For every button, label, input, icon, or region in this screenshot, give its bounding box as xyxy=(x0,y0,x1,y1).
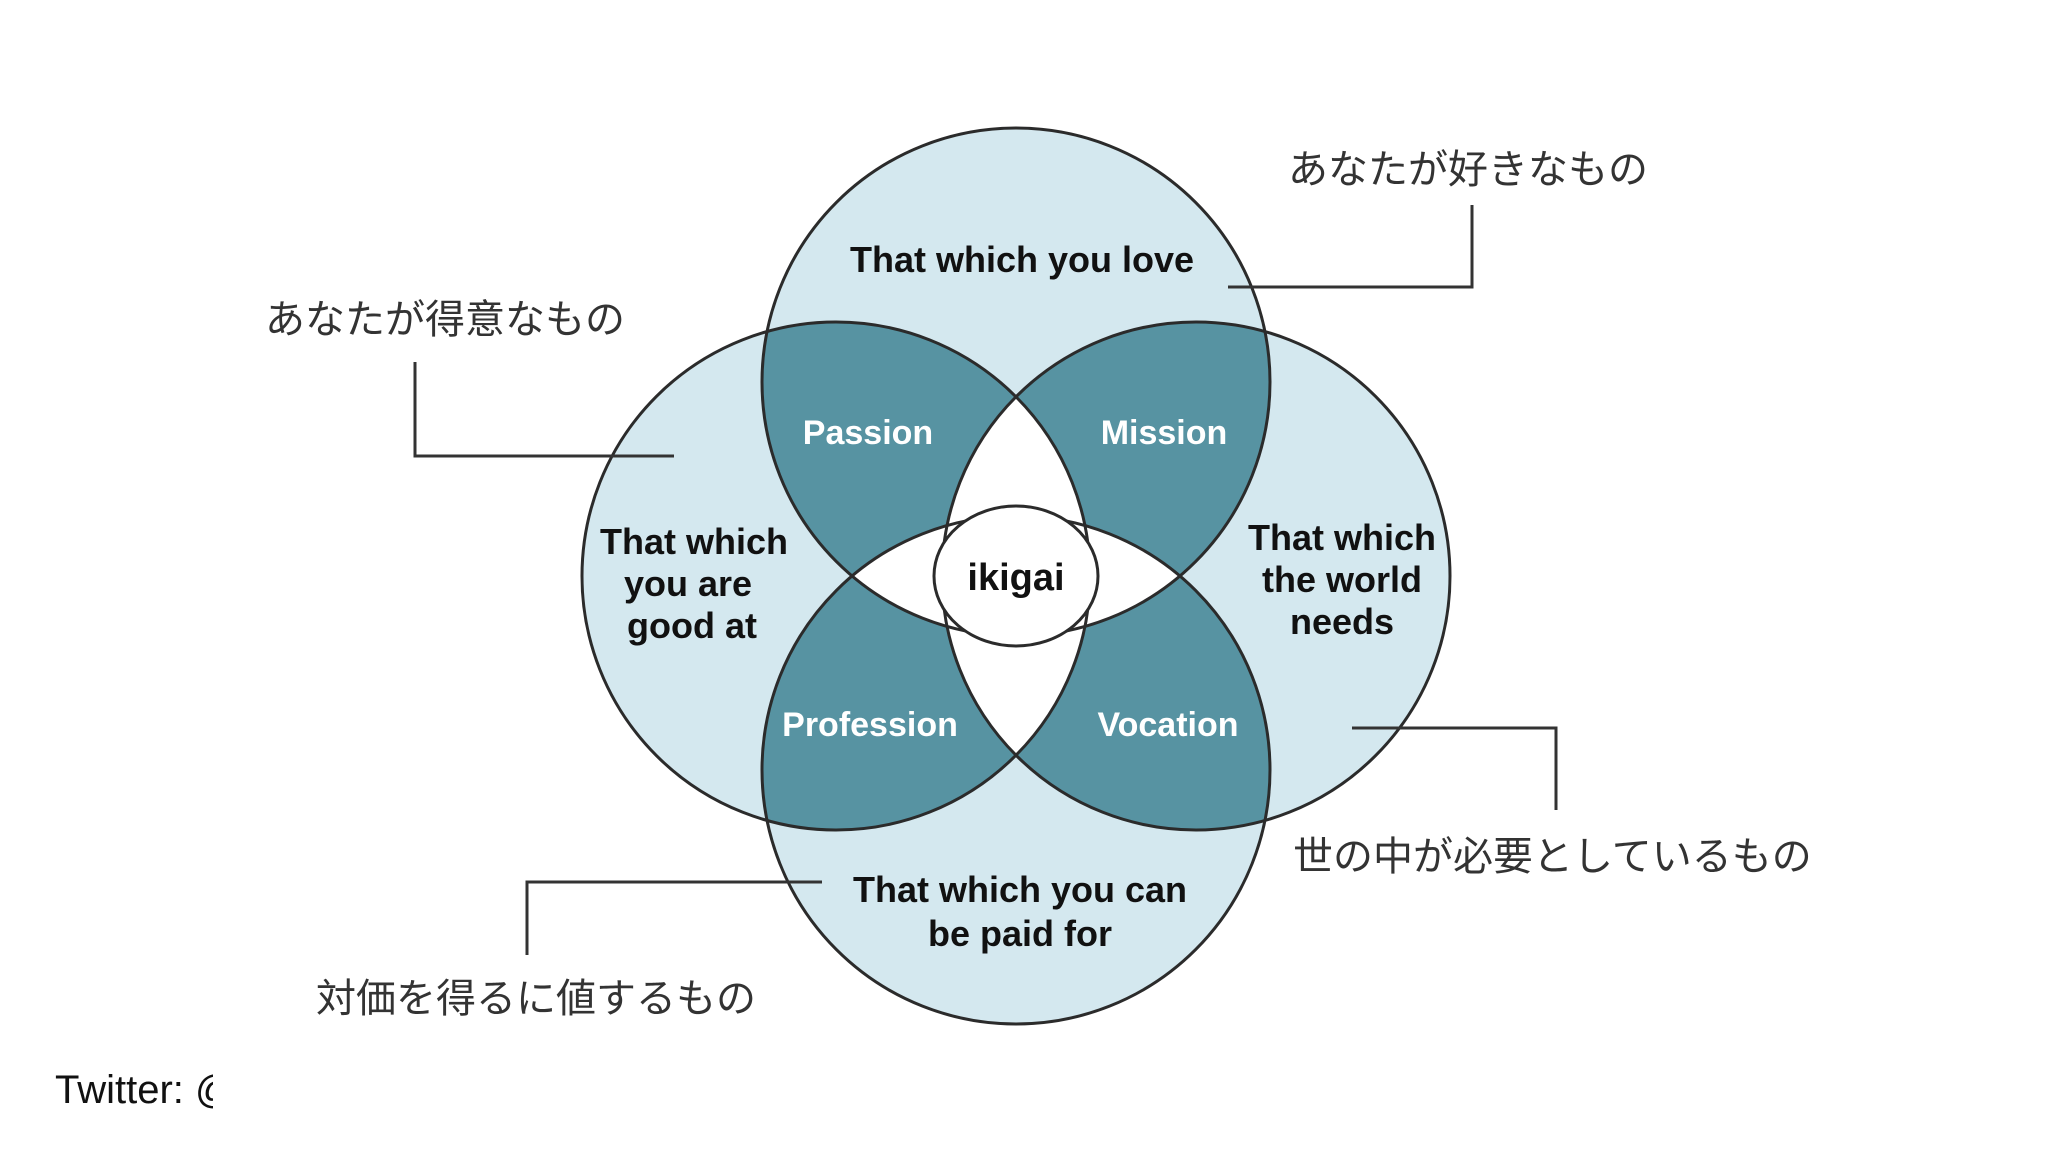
callout-line-paid-for xyxy=(525,880,822,955)
label-world-needs-line1: That which xyxy=(1248,517,1436,558)
footer-twitter-handle: Twitter: @ xyxy=(55,1068,213,1112)
label-good-at-line2: you are xyxy=(624,563,752,604)
label-world-needs-line3: needs xyxy=(1290,601,1394,642)
annotation-world-needs: 世の中が必要としているもの xyxy=(1293,834,1812,880)
label-profession: Profession xyxy=(782,706,958,744)
callout-line-world-needs xyxy=(1352,726,1558,810)
label-vocation: Vocation xyxy=(1097,706,1238,744)
callout-lines xyxy=(413,205,1558,955)
label-passion: Passion xyxy=(803,414,933,452)
label-good-at-line3: good at xyxy=(627,605,757,646)
callout-line-love xyxy=(1228,205,1474,289)
annotation-paid-for: 対価を得るに値するもの xyxy=(316,976,756,1022)
center-ikigai-ellipse xyxy=(932,504,1100,648)
callout-line-good-at xyxy=(413,362,674,458)
label-love: That which you love xyxy=(850,239,1194,280)
label-paid-for-line2: be paid for xyxy=(928,913,1112,954)
label-paid-for-line1: That which you can xyxy=(853,869,1187,910)
label-ikigai: ikigai xyxy=(967,557,1064,599)
annotation-love: あなたが好きなもの xyxy=(1288,147,1648,193)
label-good-at-line1: That which xyxy=(600,521,788,562)
annotation-good-at: あなたが得意なもの xyxy=(265,297,625,343)
label-world-needs-line2: the world xyxy=(1262,559,1422,600)
label-mission: Mission xyxy=(1101,414,1228,452)
